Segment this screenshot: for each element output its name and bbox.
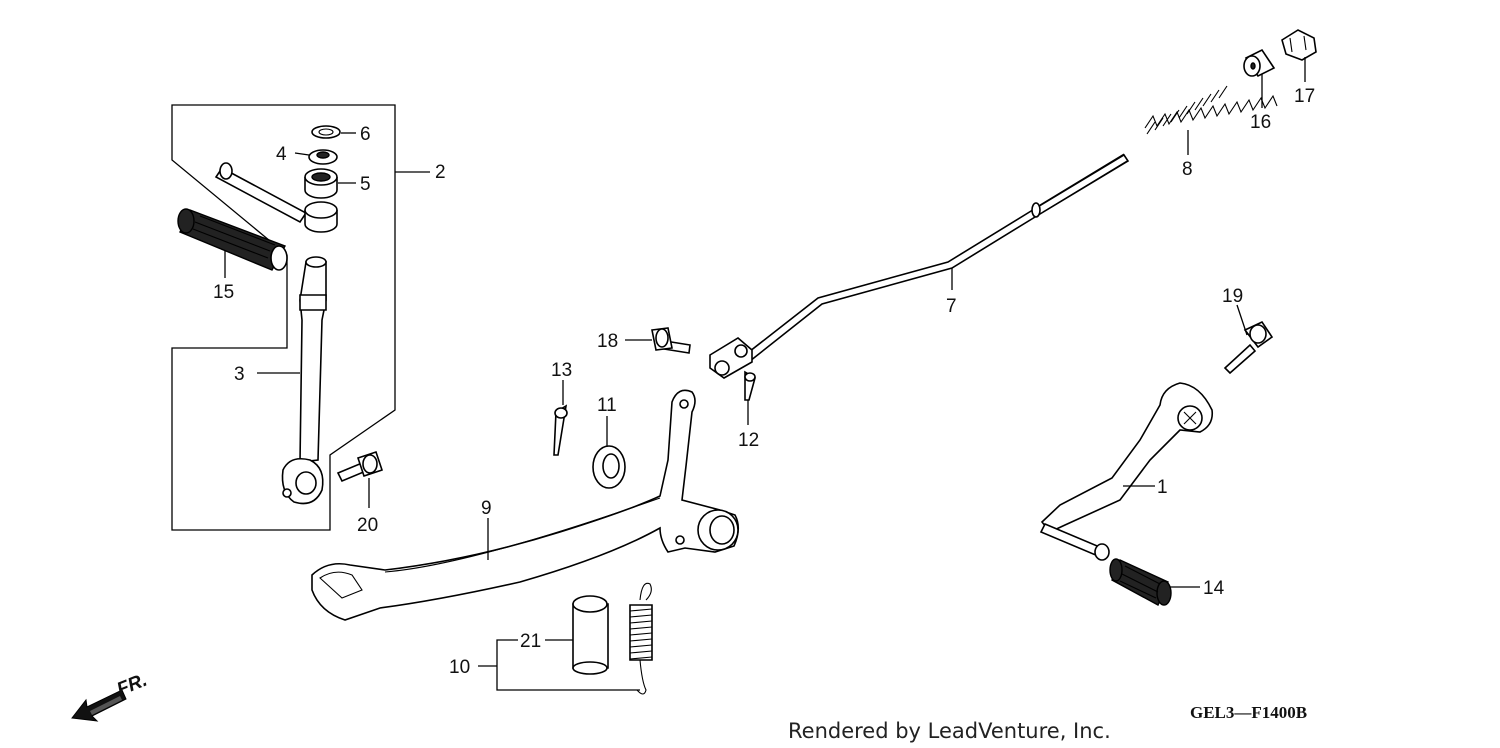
callout-5: 5 [360,174,371,195]
callout-17: 17 [1294,86,1315,107]
callout-18: 18 [597,331,618,352]
part-21-sleeve [572,595,609,675]
callout-13: 13 [551,360,572,381]
part-6-ring [311,125,341,139]
callout-1: 1 [1157,477,1168,498]
part-10-spring [629,582,653,695]
callout-15: 15 [213,282,234,303]
callout-14: 14 [1203,578,1225,599]
part-7-brake-rod [709,153,1130,379]
part-1-kick-lever [1039,382,1214,561]
front-indicator-label: FR. [114,670,150,701]
diagram-code: GEL3—F1400B [1190,703,1307,722]
part-18-bolt [651,327,691,354]
callout-6: 6 [360,124,371,145]
part-15-rubber-grip [177,208,288,271]
callout-8: 8 [1182,159,1193,180]
render-credit: Rendered by LeadVenture, Inc. [788,719,1111,743]
part-8-spring [1144,85,1278,135]
callout-3: 3 [234,364,245,385]
part-11-washer [592,445,626,489]
part-14-rubber [1109,558,1172,606]
callout-2: 2 [435,162,446,183]
part-9-brake-pedal [311,389,740,621]
callout-20: 20 [357,515,378,536]
front-arrow-icon [71,689,127,722]
callout-21: 21 [520,631,541,652]
part-19-bolt [1223,320,1274,375]
part-16-joint [1243,48,1276,78]
part-17-nut [1281,29,1317,61]
part-13-cotter-pin [553,404,568,456]
part-4-washer [308,149,338,165]
callout-10: 10 [449,657,470,678]
part-5-seal [304,168,338,199]
group-10-bracket [496,639,640,691]
part-12-cotter-pin [744,370,756,401]
part-3-kick-arm [281,256,327,505]
part-20-bolt [336,450,384,483]
callout-12: 12 [738,430,759,451]
callout-11: 11 [597,395,617,416]
callout-7: 7 [946,296,957,317]
group-2-bracket [171,104,396,531]
callout-9: 9 [481,498,492,519]
callout-19: 19 [1222,286,1243,307]
callout-16: 16 [1250,112,1271,133]
group-2-pivot-pin [214,162,338,233]
callout-4: 4 [276,144,287,165]
